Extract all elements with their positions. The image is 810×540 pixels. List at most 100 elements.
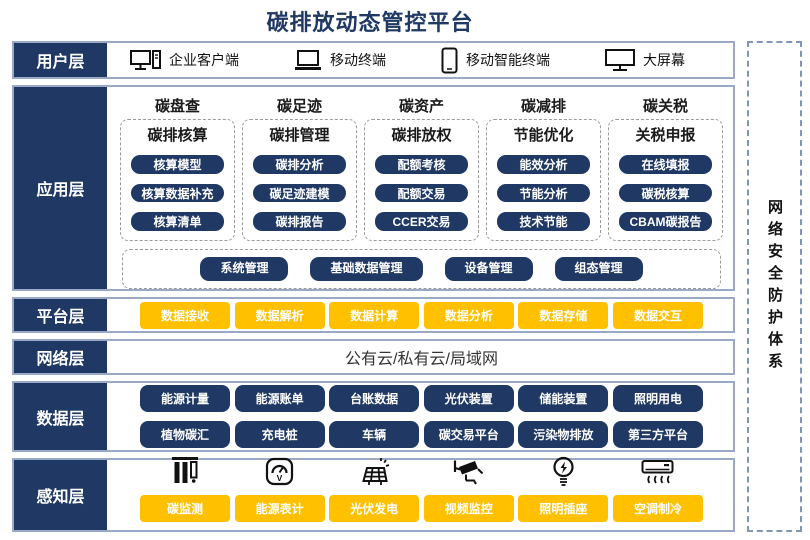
perception-cell-video-surveillance: 视频监控 <box>423 460 514 522</box>
platform-item: 数据接收 <box>140 301 230 329</box>
data-item: 照明用电 <box>612 385 703 412</box>
meter-gauge-icon: V <box>265 457 294 486</box>
app-item: 技术节能 <box>497 212 590 232</box>
user-item-label: 企业客户端 <box>169 52 239 68</box>
perception-cell-carbon-monitor: 碳监测 <box>140 457 230 522</box>
layer-perception: 感知层 碳监测 V <box>12 456 735 532</box>
perception-layer-content: 碳监测 V 能源表计 <box>110 456 733 530</box>
chimney-monitor-icon <box>170 456 200 486</box>
layer-user: 用户层 企业客户端 移动终端 <box>12 41 735 79</box>
platform-layer-content: 数据接收 数据解析 数据计算 数据分析 数据存储 数据交互 <box>110 299 733 331</box>
app-col-header: 碳足迹 <box>276 98 322 115</box>
app-col-title: 节能优化 <box>513 127 574 144</box>
perception-cell-air-conditioning: 空调制冷 <box>612 460 703 522</box>
layer-label-platform: 平台层 <box>14 299 110 331</box>
app-item: 核算清单 <box>131 212 224 232</box>
app-item: CCER交易 <box>375 212 468 232</box>
perception-cell-solar-pv: 光伏发电 <box>329 458 420 522</box>
app-col-carbon-footprint: 碳足迹 碳排管理 碳排分析 碳足迹建模 碳排报告 <box>242 95 357 241</box>
page-title: 碳排放动态管控平台 <box>266 10 474 35</box>
data-item: 碳交易平台 <box>423 421 514 448</box>
security-box: 网络安全防护体系 <box>747 41 802 532</box>
layer-label-user: 用户层 <box>14 43 110 77</box>
user-item-label: 移动终端 <box>330 52 386 68</box>
app-col-box: 碳排放权 配额考核 配额交易 CCER交易 <box>364 119 479 241</box>
app-col-title: 关税申报 <box>635 127 696 144</box>
user-item-label: 移动智能终端 <box>466 52 550 68</box>
application-columns: 碳盘查 碳排核算 核算模型 核算数据补充 核算清单 碳足迹 碳排管理 碳排分析 … <box>120 95 723 241</box>
data-item: 植物碳汇 <box>140 421 230 448</box>
app-col-box: 节能优化 能效分析 节能分析 技术节能 <box>486 119 601 241</box>
common-item: 设备管理 <box>444 257 533 281</box>
air-conditioner-icon <box>641 458 674 486</box>
app-item: 碳排分析 <box>253 155 346 174</box>
app-item: CBAM碳报告 <box>619 212 712 232</box>
layer-data: 数据层 能源计量 能源账单 台账数据 光伏装置 储能装置 照明用电 植物碳汇 充… <box>12 381 735 452</box>
perception-cell-energy-meter: V 能源表计 <box>234 457 325 522</box>
user-item-mobile-terminal: 移动终端 <box>294 49 386 71</box>
app-item: 核算模型 <box>131 155 224 174</box>
laptop-icon <box>294 49 322 71</box>
perception-item: 照明插座 <box>518 495 609 522</box>
perception-item: 能源表计 <box>234 495 325 522</box>
network-clouds-text: 公有云/私有云/局域网 <box>345 351 498 368</box>
app-item: 碳税核算 <box>619 183 712 203</box>
layer-platform: 平台层 数据接收 数据解析 数据计算 数据分析 数据存储 数据交互 <box>12 297 735 333</box>
network-layer-content: 公有云/私有云/局域网 <box>110 341 733 373</box>
app-item: 配额交易 <box>375 183 468 203</box>
app-col-box: 关税申报 在线填报 碳税核算 CBAM碳报告 <box>608 119 723 241</box>
data-row: 植物碳汇 充电桩 车辆 碳交易平台 污染物排放 第三方平台 <box>140 421 703 448</box>
perception-item: 视频监控 <box>423 495 514 522</box>
app-item: 能效分析 <box>497 155 590 174</box>
layer-network: 网络层 公有云/私有云/局域网 <box>12 339 735 375</box>
application-layer-content: 碳盘查 碳排核算 核算模型 核算数据补充 核算清单 碳足迹 碳排管理 碳排分析 … <box>110 87 733 289</box>
data-row: 能源计量 能源账单 台账数据 光伏装置 储能装置 照明用电 <box>140 385 703 412</box>
data-layer-content: 能源计量 能源账单 台账数据 光伏装置 储能装置 照明用电 植物碳汇 充电桩 车… <box>110 383 733 450</box>
data-item: 车辆 <box>329 421 420 448</box>
layer-application: 应用层 碳盘查 碳排核算 核算模型 核算数据补充 核算清单 碳足迹 碳排管理 碳… <box>12 85 735 291</box>
perception-cell-lighting-socket: 照明插座 <box>518 456 609 522</box>
smartphone-icon <box>441 47 458 74</box>
app-col-header: 碳关税 <box>642 98 688 115</box>
layer-label-perception: 感知层 <box>14 460 110 530</box>
user-item-label: 大屏幕 <box>643 52 685 68</box>
perception-item: 空调制冷 <box>612 495 703 522</box>
data-item: 污染物排放 <box>518 421 609 448</box>
app-col-title: 碳排核算 <box>147 127 208 144</box>
meter-letter: V <box>277 473 283 483</box>
common-item: 组态管理 <box>554 257 643 281</box>
app-col-title: 碳排管理 <box>269 127 330 144</box>
data-item: 储能装置 <box>518 385 609 412</box>
desktop-computer-icon <box>130 49 161 72</box>
data-item: 光伏装置 <box>423 385 514 412</box>
app-item: 配额考核 <box>375 155 468 174</box>
light-bulb-icon <box>552 456 575 486</box>
user-item-big-screen: 大屏幕 <box>605 48 685 72</box>
user-item-enterprise-client: 企业客户端 <box>130 49 239 72</box>
solar-panel-icon <box>359 457 390 486</box>
layer-label-network: 网络层 <box>14 341 110 373</box>
data-item: 台账数据 <box>329 385 420 412</box>
app-col-title: 碳排放权 <box>391 127 452 144</box>
app-col-box: 碳排核算 核算模型 核算数据补充 核算清单 <box>120 119 235 241</box>
user-item-smart-terminal: 移动智能终端 <box>441 47 550 74</box>
data-item: 能源账单 <box>234 385 325 412</box>
app-col-carbon-asset: 碳资产 碳排放权 配额考核 配额交易 CCER交易 <box>364 95 479 241</box>
app-item: 碳足迹建模 <box>253 183 346 203</box>
app-col-carbon-inventory: 碳盘查 碳排核算 核算模型 核算数据补充 核算清单 <box>120 95 235 241</box>
user-layer-content: 企业客户端 移动终端 移动智能终端 大屏幕 <box>110 43 733 77</box>
app-col-header: 碳减排 <box>520 98 566 115</box>
cctv-camera-icon <box>452 459 485 486</box>
app-col-box: 碳排管理 碳排分析 碳足迹建模 碳排报告 <box>242 119 357 241</box>
app-item: 在线填报 <box>619 155 712 174</box>
common-item: 基础数据管理 <box>310 257 423 281</box>
common-item: 系统管理 <box>200 257 289 281</box>
layer-label-application: 应用层 <box>14 87 110 289</box>
app-common-management-box: 系统管理 基础数据管理 设备管理 组态管理 <box>122 249 721 289</box>
app-item: 碳排报告 <box>253 212 346 232</box>
data-item: 第三方平台 <box>612 421 703 448</box>
security-label: 网络安全防护体系 <box>766 198 783 375</box>
app-col-carbon-reduction: 碳减排 节能优化 能效分析 节能分析 技术节能 <box>486 95 601 241</box>
app-item: 核算数据补充 <box>131 183 224 203</box>
app-col-carbon-tariff: 碳关税 关税申报 在线填报 碳税核算 CBAM碳报告 <box>608 95 723 241</box>
